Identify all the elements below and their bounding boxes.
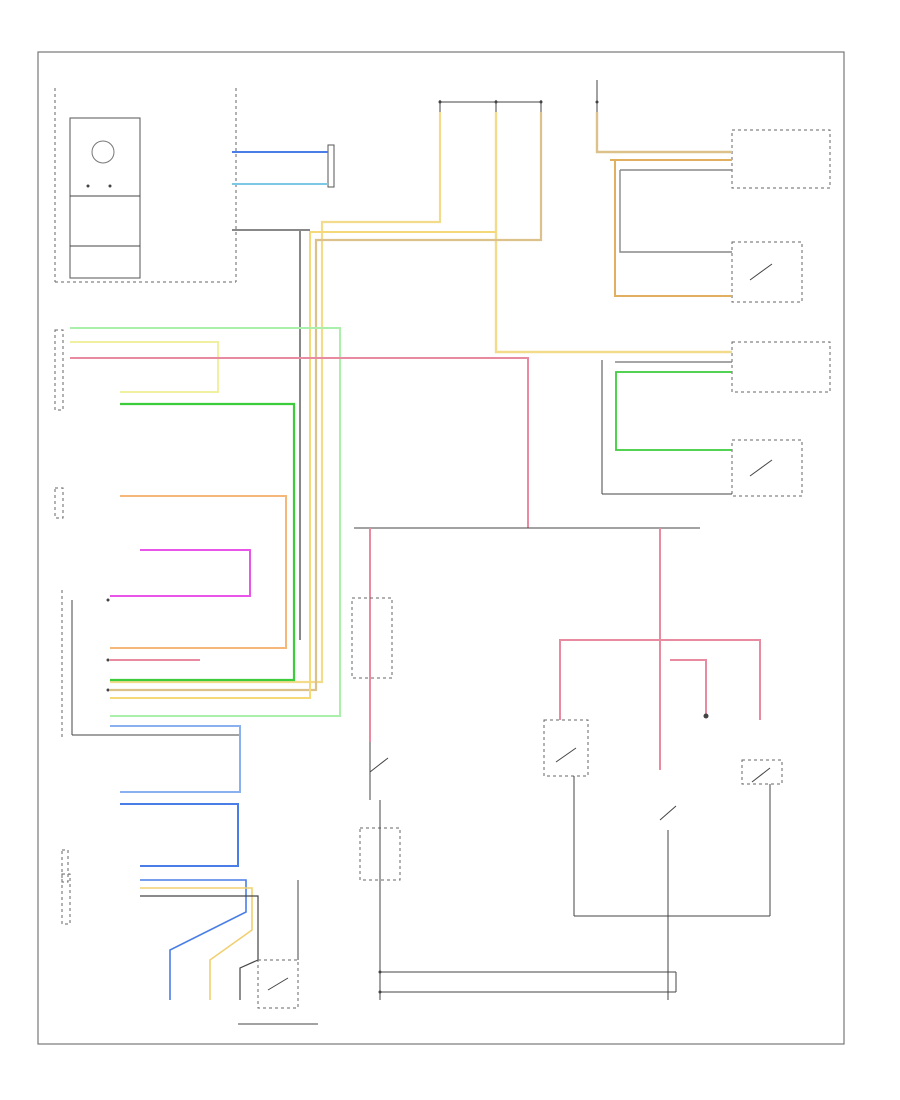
wire-pink-branch-b	[660, 639, 761, 720]
center-switch-icon	[369, 757, 389, 773]
diagram-frame	[37, 51, 845, 1045]
seat-switch-box	[257, 959, 299, 1009]
wire-blue-3	[140, 879, 247, 1000]
wire-blue-2	[120, 803, 239, 867]
right-rear-switch-icon	[751, 767, 771, 783]
driver-door-switch-icon	[749, 263, 773, 281]
wire-gray-down	[299, 229, 310, 640]
exterior-lamps-box	[327, 144, 335, 188]
lower-left-connector	[61, 590, 240, 740]
wire-tan-switch	[614, 160, 732, 297]
wire-yellow-a	[110, 112, 442, 684]
left-rear-switch	[543, 719, 589, 777]
seat-switch-icon	[267, 977, 289, 991]
wire-orange	[110, 495, 287, 649]
driver-door-module	[731, 129, 831, 189]
wire-black-3	[140, 895, 259, 1000]
wire-light-green-long	[70, 327, 341, 717]
wire-tan-b	[110, 112, 543, 692]
center-right-switch-icon	[659, 805, 677, 821]
wire-pink-branch-c	[670, 659, 707, 716]
wire-gray-switch	[619, 170, 732, 253]
wire-blue-1	[110, 725, 241, 793]
indicator-lamp-icon	[91, 140, 115, 164]
rear-power-window-switch	[351, 597, 393, 679]
wire-yellow-left	[70, 341, 219, 393]
wire-green-bundle	[110, 402, 296, 682]
right-rear-switch	[741, 759, 783, 785]
driver-door-switch-box	[731, 241, 803, 303]
passenger-door-switch-box	[731, 439, 803, 497]
wire-yellow-c	[110, 231, 496, 699]
passenger-door-switch-icon	[749, 459, 773, 477]
top-connectors	[438, 80, 599, 112]
passenger-door-module	[731, 341, 831, 393]
instrument-panel-cluster	[54, 88, 237, 283]
left-rear-switch-icon	[555, 747, 577, 763]
wire-pink-long	[70, 357, 529, 528]
wire-yellow-3	[140, 887, 253, 1000]
wire-pink-branch-a	[559, 639, 660, 720]
left-module-b	[54, 487, 64, 519]
left-module-a	[54, 329, 64, 411]
wire-yellow-passenger	[494, 112, 732, 354]
wire-tan-1	[595, 112, 732, 154]
wire-green-passenger	[615, 371, 732, 451]
lower-left-module-b	[61, 873, 71, 925]
lower-left-module	[61, 849, 69, 883]
wire-magenta	[110, 549, 251, 597]
